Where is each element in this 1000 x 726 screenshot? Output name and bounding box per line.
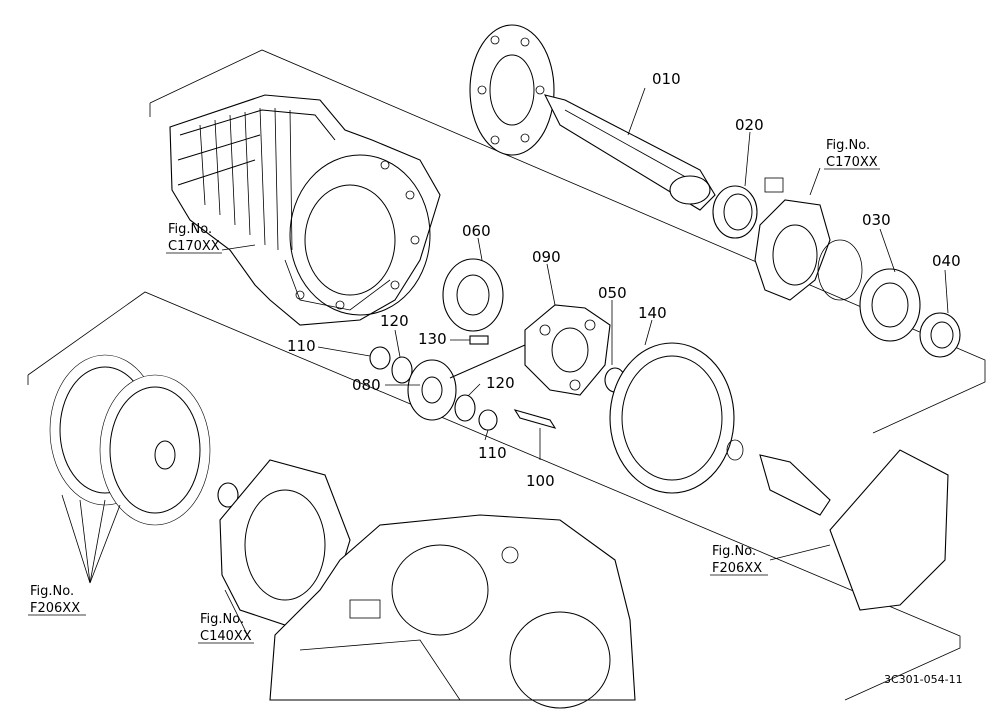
figref-f206-right-line1: Fig.No. [712, 544, 756, 559]
label-010: 010 [652, 70, 681, 88]
figref-f206-left-line1: Fig.No. [30, 584, 74, 599]
label-090: 090 [532, 248, 561, 266]
label-110b: 110 [478, 444, 507, 462]
planet-carrier-090 [524, 304, 611, 396]
pin-130 [469, 335, 489, 345]
figref-c170-right-line2: C170XX [826, 155, 878, 170]
drawing-code: 3C301-054-11 [884, 673, 963, 686]
circlip [217, 482, 239, 508]
bearing-cover [754, 177, 831, 301]
assembly-planes [27, 49, 986, 701]
label-110a: 110 [287, 337, 316, 355]
figref-c170-left-line2: C170XX [168, 239, 220, 254]
figref-c140-line1: Fig.No. [200, 612, 244, 627]
thrust-washer-110b [478, 409, 498, 431]
label-140: 140 [638, 304, 667, 322]
planet-shaft-100 [513, 409, 557, 429]
leader-lines [61, 87, 949, 641]
label-050: 050 [598, 284, 627, 302]
figref-f206-left-line2: F206XX [30, 601, 80, 616]
needle-bearing-120b [454, 394, 476, 422]
label-060: 060 [462, 222, 491, 240]
lock-nut-040 [919, 312, 961, 358]
brake-discs [49, 354, 211, 526]
planet-gear-080 [407, 359, 457, 421]
label-120b: 120 [486, 374, 515, 392]
label-080: 080 [352, 376, 381, 394]
shim-ring [817, 239, 863, 301]
label-130: 130 [418, 330, 447, 348]
bearing-060 [442, 258, 504, 332]
thrust-washer-110a [369, 346, 391, 370]
axle-shaft-010 [469, 24, 716, 211]
label-040: 040 [932, 252, 961, 270]
ring-gear-140 [609, 342, 735, 494]
label-030: 030 [862, 211, 891, 229]
sun-gear-shaft [726, 439, 831, 516]
label-020: 020 [735, 116, 764, 134]
figref-c170-left-line1: Fig.No. [168, 222, 212, 237]
needle-bearing-120a [391, 356, 413, 384]
oil-seal-020 [712, 185, 758, 239]
bearing-030 [859, 268, 921, 342]
part-labels: 010 020 030 040 060 090 050 140 120 130 … [287, 70, 961, 490]
rear-housing [269, 514, 636, 709]
brake-plate-right [829, 449, 949, 611]
figref-c140-line2: C140XX [200, 629, 252, 644]
figref-c170-right-line1: Fig.No. [826, 138, 870, 153]
figure-refs: Fig.No. C170XX Fig.No. C170XX Fig.No. F2… [28, 138, 880, 644]
transmission-housing [169, 94, 441, 326]
label-120a: 120 [380, 312, 409, 330]
figref-f206-right-line2: F206XX [712, 561, 762, 576]
label-100: 100 [526, 472, 555, 490]
